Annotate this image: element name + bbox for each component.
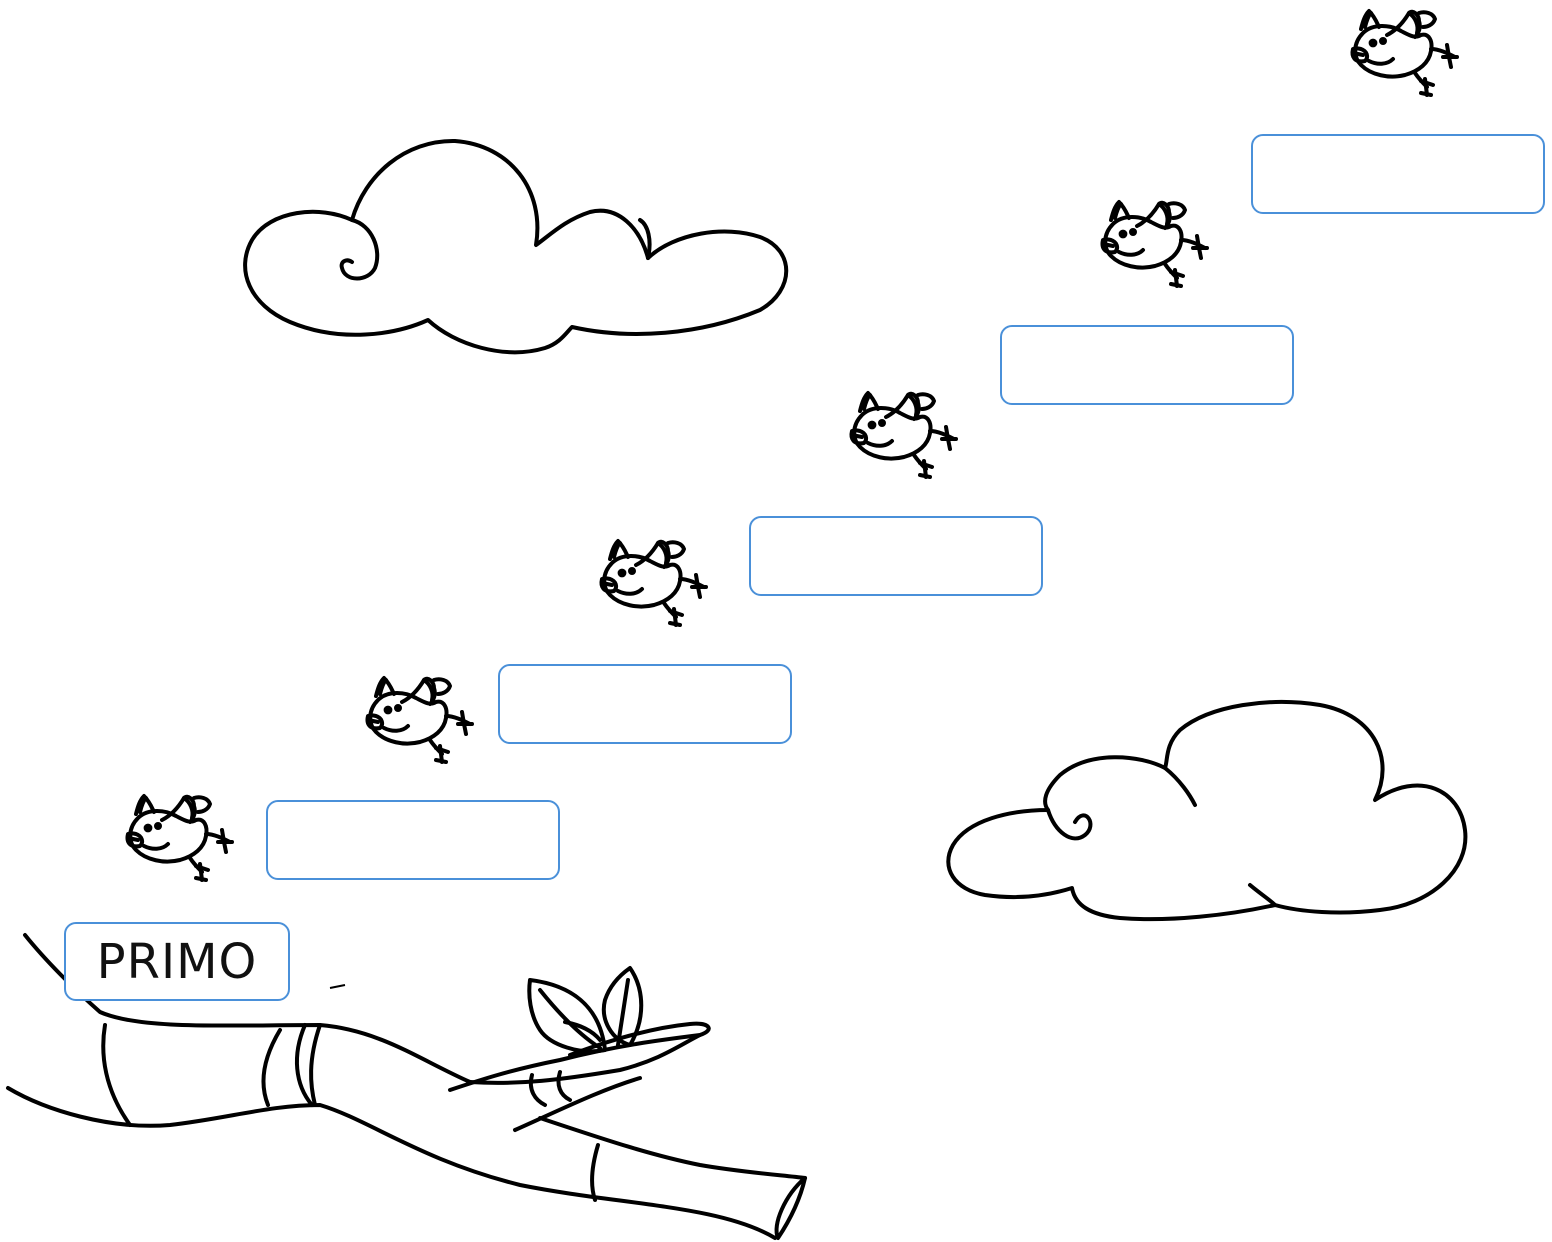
bird-icon bbox=[1093, 196, 1219, 296]
answer-box-2[interactable] bbox=[266, 800, 560, 880]
answer-input-2[interactable] bbox=[268, 802, 558, 878]
answer-box-label: PRIMO bbox=[97, 934, 258, 990]
answer-input-5[interactable] bbox=[1002, 327, 1292, 403]
answer-box-1[interactable]: PRIMO bbox=[64, 922, 290, 1001]
bird-icon bbox=[358, 672, 484, 772]
answer-box-6[interactable] bbox=[1251, 134, 1545, 214]
answer-input-4[interactable] bbox=[751, 518, 1041, 594]
cloud-icon bbox=[245, 141, 786, 352]
stroke-mark bbox=[330, 985, 345, 988]
answer-box-5[interactable] bbox=[1000, 325, 1294, 405]
answer-box-4[interactable] bbox=[749, 516, 1043, 596]
answer-box-3[interactable] bbox=[498, 664, 792, 744]
bird-icon bbox=[842, 387, 968, 487]
bird-icon bbox=[592, 535, 718, 635]
bird-icon bbox=[1343, 5, 1469, 105]
cloud-icon bbox=[948, 702, 1465, 919]
answer-input-3[interactable] bbox=[500, 666, 790, 742]
bird-icon bbox=[118, 790, 244, 890]
answer-input-6[interactable] bbox=[1253, 136, 1543, 212]
